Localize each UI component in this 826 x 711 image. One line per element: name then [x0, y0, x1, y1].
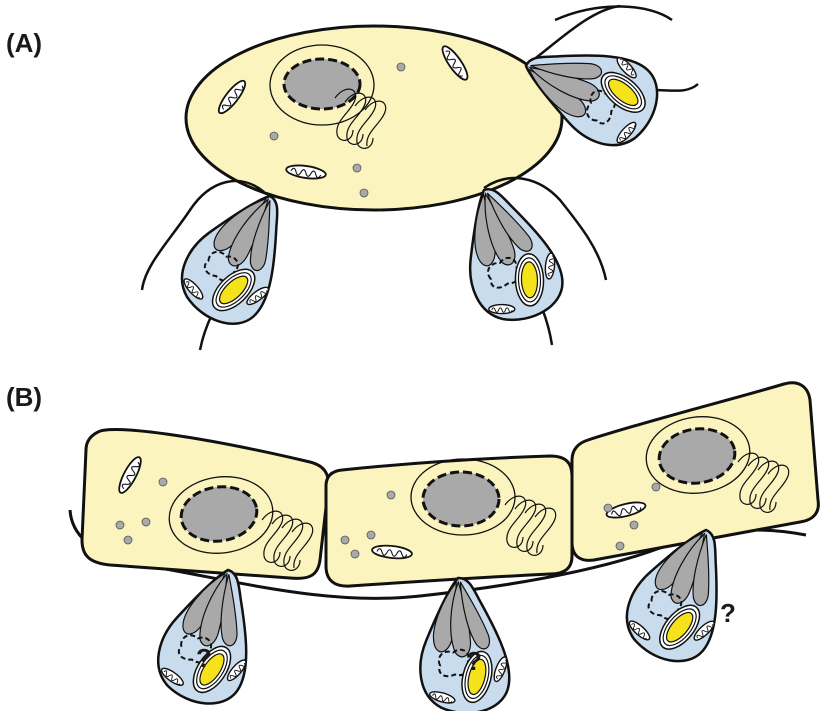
epithelial-cell-3 [572, 383, 818, 561]
parasite-a-right [443, 174, 606, 345]
epithelial-cell-1 [82, 430, 328, 579]
vesicle [353, 164, 361, 172]
question-mark: ? [720, 598, 736, 628]
parasite-a-left [142, 175, 310, 350]
question-mark: ? [196, 643, 212, 673]
nucleus [423, 472, 499, 526]
vesicle [270, 132, 278, 140]
question-mark: ? [466, 646, 482, 676]
vesicle [397, 63, 405, 71]
nucleus [284, 59, 360, 109]
panel-b: ? ? ? [70, 383, 818, 711]
parasite-b-1: ? [148, 558, 271, 711]
vesicle [360, 189, 368, 197]
panel-a [142, 6, 698, 350]
epithelial-cell-2 [326, 456, 572, 586]
